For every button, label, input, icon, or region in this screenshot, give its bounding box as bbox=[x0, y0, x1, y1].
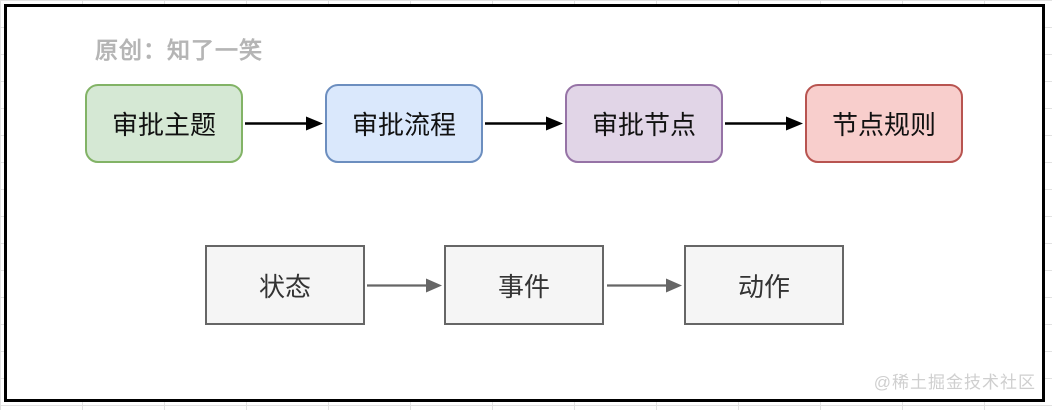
flow-node-approval-node: 审批节点 bbox=[565, 84, 723, 163]
flow-node-label: 审批节点 bbox=[591, 110, 696, 140]
flow-node-label: 事件 bbox=[497, 271, 550, 302]
flow-node-approval-process: 审批流程 bbox=[325, 84, 483, 163]
flow-node-action: 动作 bbox=[684, 245, 844, 325]
canvas-frame bbox=[4, 4, 1045, 402]
arrow-right-icon bbox=[485, 116, 563, 131]
flow-node-label: 状态 bbox=[258, 271, 311, 302]
flow-node-label: 节点规则 bbox=[831, 110, 936, 140]
arrow-right-icon bbox=[245, 116, 323, 131]
flow-node-node-rules: 节点规则 bbox=[805, 84, 963, 163]
flow-node-state: 状态 bbox=[205, 245, 365, 325]
arrow-right-icon bbox=[725, 116, 803, 131]
flow-node-label: 审批流程 bbox=[351, 110, 456, 140]
flow-node-label: 审批主题 bbox=[111, 110, 216, 140]
flow-node-event: 事件 bbox=[444, 245, 604, 325]
arrow-right-icon bbox=[367, 278, 442, 293]
flow-node-approval-subject: 审批主题 bbox=[85, 84, 243, 163]
arrow-right-icon bbox=[607, 278, 682, 293]
watermark-text: @稀土掘金技术社区 bbox=[873, 373, 1036, 392]
attribution-text: 原创：知了一笑 bbox=[95, 37, 263, 63]
flow-node-label: 动作 bbox=[737, 271, 790, 302]
